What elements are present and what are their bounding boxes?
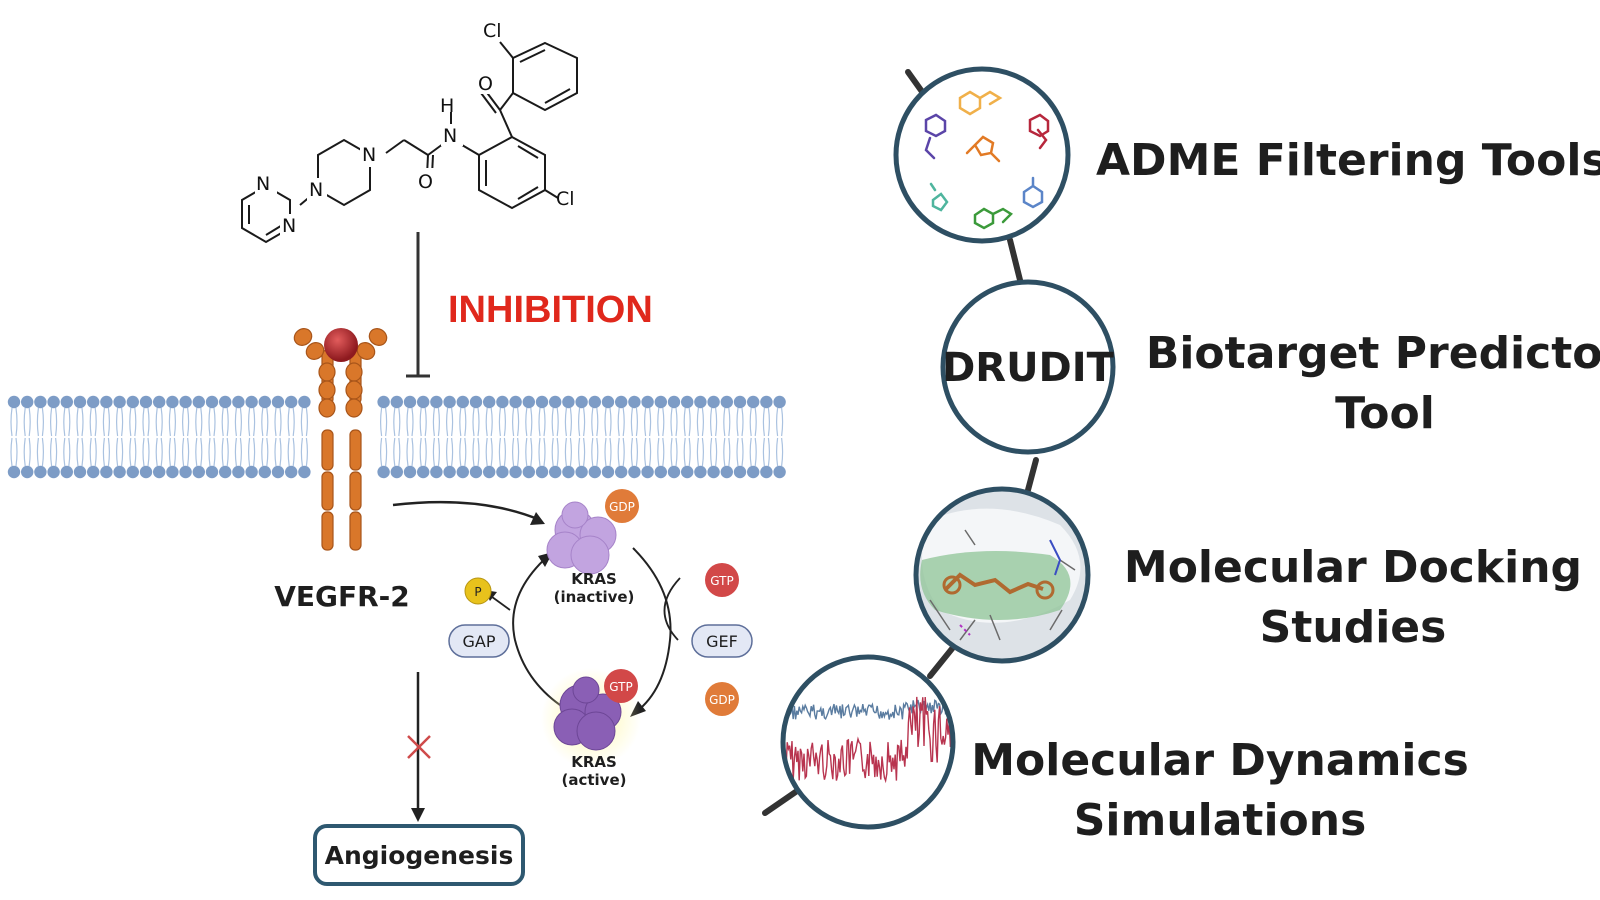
cycle-arrow-right [632,547,672,713]
step-md-line1: Molecular Dynamics [971,735,1469,786]
step-adme-label: ADME Filtering Tools [1096,135,1600,186]
atom-n-pyrimidine-bottom: N [282,215,296,237]
cell-membrane [7,395,786,479]
molecule-icon-orange-light [958,90,1003,116]
kras-active-name: KRAS [571,753,617,771]
phosphate-label: P [474,585,481,599]
step-docking-line1: Molecular Docking [1124,542,1582,593]
atom-cl-top: Cl [483,20,502,42]
drudit-text: DRUDIT [942,345,1115,391]
step-md-line2: Simulations [1074,795,1367,846]
molecule-icon-orange [965,135,1001,163]
gap-label: GAP [463,632,496,651]
atom-n-piperazine-left: N [309,179,323,201]
md-trajectory-red [783,696,953,784]
blocked-arrow [407,672,431,822]
gdp-bound-label: GDP [609,500,635,514]
kras-inactive-protein [546,501,617,575]
md-trajectory-blue [783,698,953,721]
gdp-free-label: GDP [709,693,735,707]
gtp-free-badge [705,563,739,597]
angiogenesis-label: Angiogenesis [325,841,514,870]
atom-h: H [440,95,454,117]
kras-active-protein [553,676,622,751]
step-biotarget-line2: Tool [1335,388,1435,439]
gdp-free-badge [705,682,739,716]
molecule-icon-red [1028,113,1050,150]
inhibitor-molecule [241,41,578,244]
atom-n-pyrimidine-top: N [256,173,270,195]
binding-pocket [920,551,1071,620]
molecule-icon-green [973,207,1013,230]
drudit-circle: DRUDIT [940,279,1116,455]
step-docking-line2: Studies [1260,602,1447,653]
vegfr2-receptor [293,328,388,551]
atom-n-amide: N [443,125,457,147]
gap-pill [448,624,510,658]
chlorophenyl-ring [512,41,578,112]
molecule-icon-blue [1022,176,1044,209]
ligand-pose [943,572,1044,595]
workflow-connector [762,69,1039,816]
inhibition-label: INHIBITION [448,289,653,331]
molecule-atom-labels: Cl H N O O N N N N Cl [255,20,575,238]
atom-n-piperazine-right: N [362,144,376,166]
angiogenesis-box [313,824,525,886]
kras-cycle: GDP KRAS (inactive) GTP KRAS (active) GT… [448,489,753,789]
gtp-bound-label: GTP [609,680,632,694]
md-circle [780,654,956,830]
gtp-free-label: GTP [710,574,733,588]
gdp-bound-badge [605,489,639,523]
adme-circle [893,66,1071,244]
gef-pill [691,624,753,658]
docking-circle [913,486,1091,664]
receptor-label: VEGFR-2 [274,580,410,613]
molecule-icon-purple [924,113,947,160]
atom-cl-right: Cl [556,188,575,210]
phosphate-badge [464,577,492,605]
activation-arrow [392,500,541,522]
chloroaniline-ring [478,135,546,210]
gef-label: GEF [706,632,738,651]
molecule-icon-teal [929,182,949,212]
inhibition-arrow [406,232,430,378]
atom-o-amide: O [418,171,433,193]
step-biotarget-line1: Biotarget Predictor [1146,328,1600,379]
kras-inactive-state: (inactive) [554,588,635,606]
vegf-ligand [324,328,358,362]
kras-active-state: (active) [562,771,627,789]
atom-o-ketone: O [478,73,493,95]
cycle-arrow-left [512,555,561,706]
kras-inactive-name: KRAS [571,570,617,588]
gtp-bound-badge [604,669,638,703]
